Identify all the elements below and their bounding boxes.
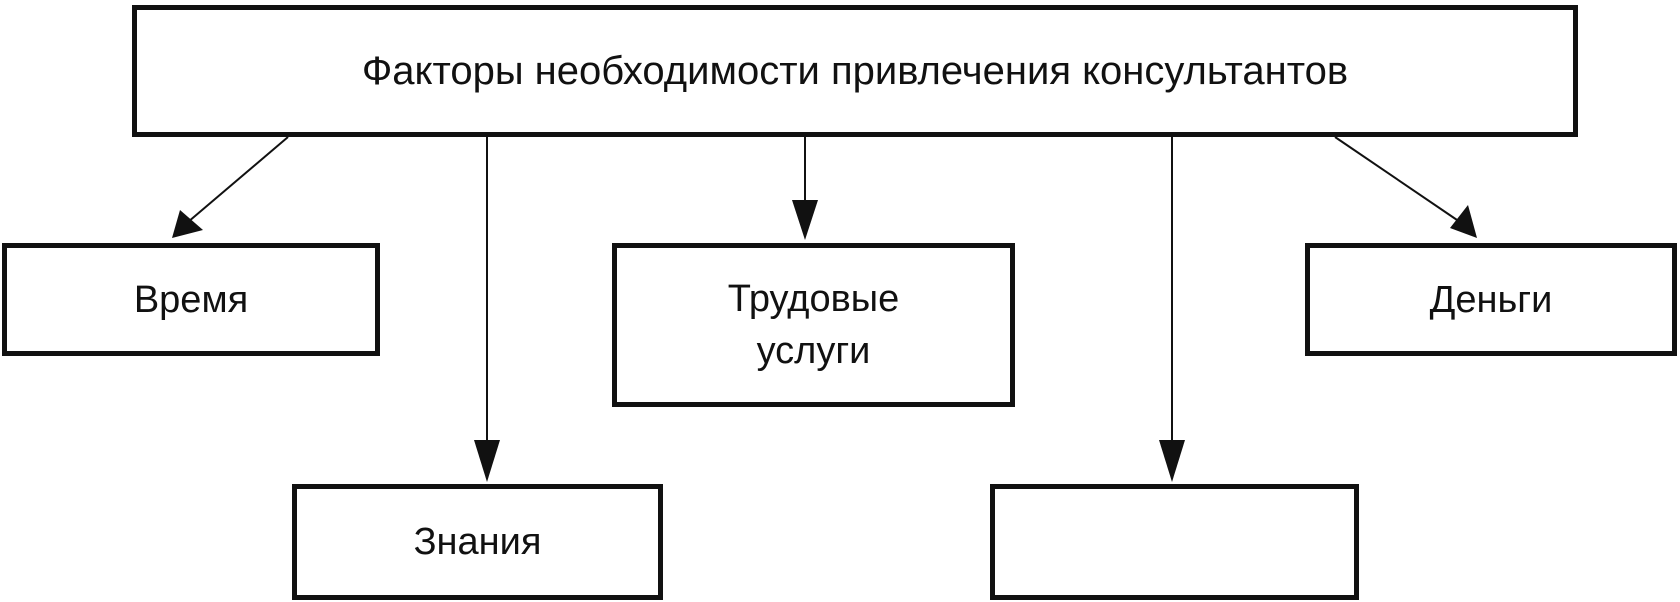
root-factor-label: Факторы необходимости привлечения консул… xyxy=(361,49,1349,93)
factor-label-money: Деньги xyxy=(1429,278,1553,321)
connector-time xyxy=(187,136,289,223)
root-factor-box: Факторы необходимости привлечения консул… xyxy=(132,5,1578,137)
arrowhead-labor xyxy=(792,200,818,240)
factor-box-money: Деньги xyxy=(1305,243,1677,356)
factor-box-labor-services: Трудовые услуги xyxy=(612,243,1015,407)
factor-label-labor-services: Трудовые услуги xyxy=(727,278,900,372)
factor-box-knowledge: Знания xyxy=(292,484,663,600)
factor-label-knowledge: Знания xyxy=(413,521,542,563)
arrowhead-money xyxy=(1450,205,1477,238)
arrowhead-knowledge xyxy=(474,440,500,482)
factor-box-time: Время xyxy=(2,243,380,356)
arrowhead-time xyxy=(172,210,203,238)
arrowhead-empty xyxy=(1159,440,1185,482)
factor-label-time: Время xyxy=(133,278,249,321)
factor-box-empty xyxy=(990,484,1359,600)
connector-money xyxy=(1334,136,1461,223)
